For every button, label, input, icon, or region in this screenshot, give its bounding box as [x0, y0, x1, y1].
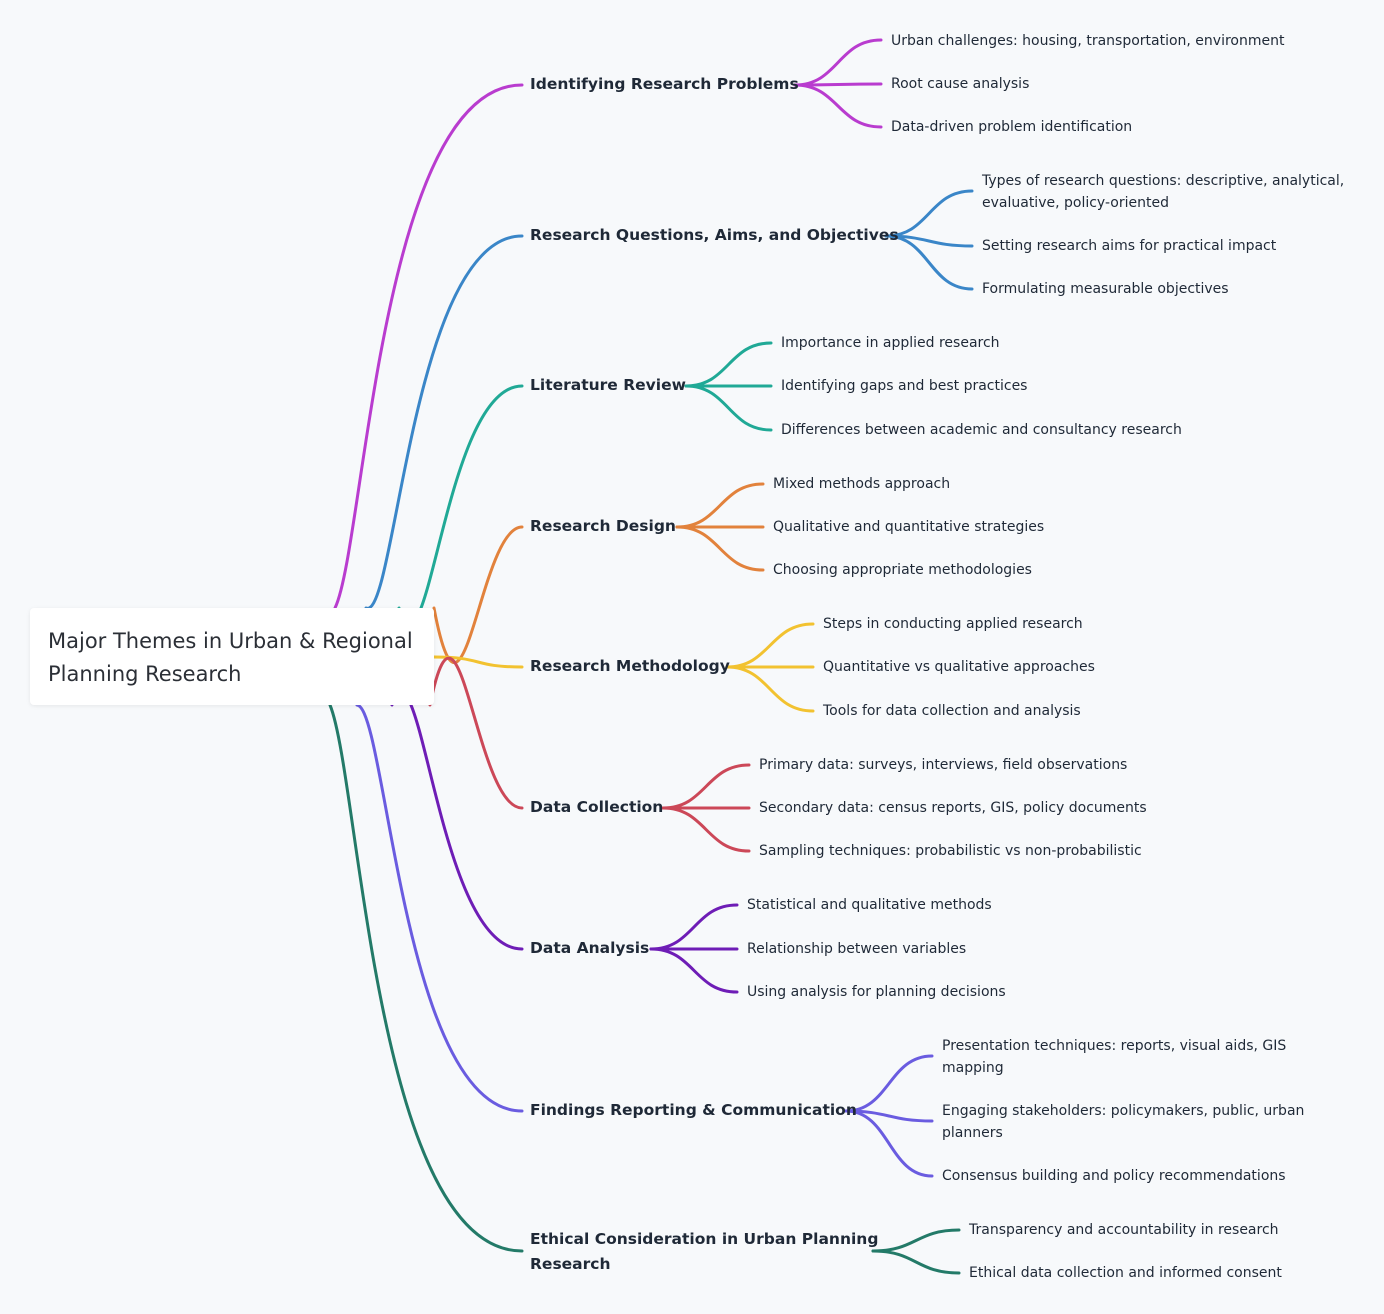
branch-label-2[interactable]: Literature Review	[530, 376, 686, 394]
branch-connector-3	[432, 525, 524, 664]
branch-label-3[interactable]: Research Design	[530, 517, 676, 535]
leaf-label-5-1[interactable]: Secondary data: census reports, GIS, pol…	[759, 800, 1147, 816]
branch-label-8[interactable]: Ethical Consideration in Urban Planning …	[530, 1230, 879, 1273]
leaf-label-4-2[interactable]: Tools for data collection and analysis	[823, 703, 1081, 719]
leaf-label-4-0[interactable]: Steps in conducting applied research	[823, 616, 1083, 632]
leaf-label-0-1[interactable]: Root cause analysis	[891, 76, 1030, 92]
branch-label-1[interactable]: Research Questions, Aims, and Objectives	[530, 226, 899, 244]
leaf-connector-7-0	[844, 1054, 934, 1113]
leaf-label-2-2[interactable]: Differences between academic and consult…	[781, 422, 1182, 438]
leaf-label-6-1[interactable]: Relationship between variables	[747, 941, 967, 957]
leaf-label-3-0[interactable]: Mixed methods approach	[773, 476, 951, 492]
branch-connector-1	[364, 234, 524, 610]
leaf-label-5-2[interactable]: Sampling techniques: probabilistic vs no…	[759, 843, 1142, 859]
leaf-label-4-1[interactable]: Quantitative vs qualitative approaches	[823, 659, 1095, 675]
branch-label-6[interactable]: Data Analysis	[530, 939, 650, 957]
leaf-connector-1-2	[884, 234, 974, 291]
leaf-connector-0-0	[793, 38, 883, 87]
leaf-connector-8-1	[871, 1249, 961, 1275]
leaf-label-2-1[interactable]: Identifying gaps and best practices	[781, 378, 1028, 394]
leaf-label-8-1[interactable]: Ethical data collection and informed con…	[969, 1265, 1282, 1281]
leaf-label-1-0[interactable]: Types of research questions: descriptive…	[982, 173, 1345, 211]
leaf-connector-7-2	[844, 1109, 934, 1178]
leaf-label-7-0[interactable]: Presentation techniques: reports, visual…	[942, 1038, 1287, 1076]
leaf-connector-2-2	[684, 384, 773, 432]
root-node[interactable]	[30, 608, 434, 705]
leaf-connector-6-0	[649, 903, 739, 951]
branch-connector-7	[355, 703, 524, 1113]
leaf-connector-2-0	[684, 341, 773, 388]
leaf-label-3-1[interactable]: Qualitative and quantitative strategies	[773, 519, 1045, 535]
branch-label-7[interactable]: Findings Reporting & Communication	[530, 1101, 857, 1119]
leaf-connector-3-2	[675, 525, 765, 572]
branch-label-0[interactable]: Identifying Research Problems	[530, 75, 799, 93]
leaf-connector-8-0	[871, 1228, 961, 1253]
leaf-label-5-0[interactable]: Primary data: surveys, interviews, field…	[759, 757, 1128, 773]
leaf-connector-3-0	[675, 482, 765, 529]
leaf-label-6-0[interactable]: Statistical and qualitative methods	[747, 897, 992, 913]
leaf-connector-4-2	[725, 665, 815, 713]
leaf-connector-5-0	[661, 763, 751, 810]
branch-connector-5	[428, 656, 524, 810]
leaf-connector-0-2	[793, 83, 883, 129]
branch-connector-8	[328, 703, 524, 1253]
leaf-label-0-0[interactable]: Urban challenges: housing, transportatio…	[891, 33, 1285, 49]
root-label: Major Themes in Urban & Regional Plannin…	[48, 629, 413, 686]
leaf-label-1-2[interactable]: Formulating measurable objectives	[982, 281, 1229, 297]
leaf-label-3-2[interactable]: Choosing appropriate methodologies	[773, 562, 1032, 578]
leaf-label-6-2[interactable]: Using analysis for planning decisions	[747, 984, 1006, 1000]
leaf-label-7-2[interactable]: Consensus building and policy recommenda…	[942, 1168, 1286, 1184]
leaf-connector-5-2	[661, 806, 751, 853]
leaf-label-0-2[interactable]: Data-driven problem identification	[891, 119, 1133, 135]
leaf-connector-0-1	[793, 82, 883, 87]
leaf-label-7-1[interactable]: Engaging stakeholders: policymakers, pub…	[942, 1103, 1305, 1141]
leaf-connector-1-0	[884, 189, 974, 238]
leaf-label-8-0[interactable]: Transparency and accountability in resea…	[969, 1222, 1279, 1238]
leaf-connector-4-0	[725, 622, 815, 669]
leaf-label-2-0[interactable]: Importance in applied research	[781, 335, 1000, 351]
branch-label-4[interactable]: Research Methodology	[530, 657, 730, 675]
leaf-connector-6-2	[649, 947, 739, 994]
leaf-label-1-1[interactable]: Setting research aims for practical impa…	[982, 238, 1277, 254]
branch-label-5[interactable]: Data Collection	[530, 798, 664, 816]
branch-connector-0	[333, 83, 524, 610]
branch-connector-6	[390, 691, 524, 951]
branch-connector-2	[397, 384, 524, 626]
